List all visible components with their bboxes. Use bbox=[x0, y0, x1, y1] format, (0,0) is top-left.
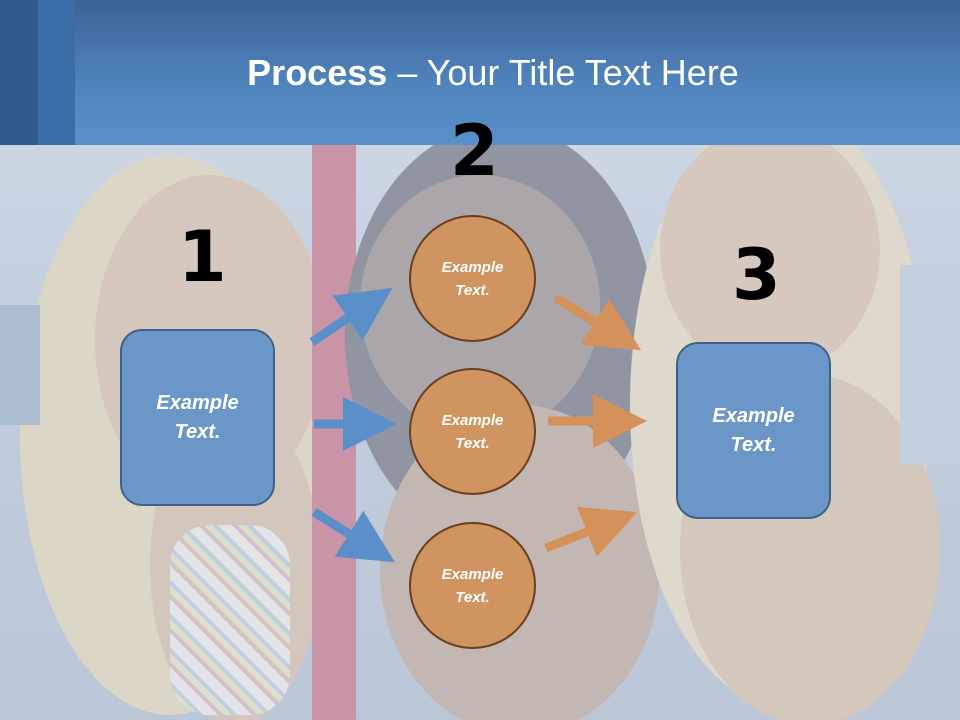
process-circle-bottom: Example Text. bbox=[409, 522, 536, 649]
input-box: Example Text. bbox=[120, 329, 275, 506]
process-circle-text: Example Text. bbox=[441, 565, 504, 606]
arrow-box-to-circle-top bbox=[309, 287, 393, 346]
process-circle-text: Example Text. bbox=[441, 411, 504, 452]
header-accent-stripe bbox=[0, 0, 38, 145]
process-circle-top: Example Text. bbox=[409, 215, 536, 342]
arrow-circle-bottom-to-box bbox=[544, 506, 638, 558]
input-box-text: Example Text. bbox=[156, 391, 239, 443]
step-number-2: 2 bbox=[450, 110, 499, 192]
process-circle-middle: Example Text. bbox=[409, 368, 536, 495]
arrow-box-to-circle-bottom bbox=[311, 508, 395, 563]
arrow-circle-top-to-box bbox=[553, 294, 642, 351]
output-box-text: Example Text. bbox=[712, 404, 795, 456]
step-number-3: 3 bbox=[732, 234, 781, 316]
process-circle-text: Example Text. bbox=[441, 258, 504, 299]
title-bold: Process bbox=[247, 52, 388, 93]
title-rest: – Your Title Text Here bbox=[387, 52, 739, 93]
step-number-1: 1 bbox=[178, 216, 227, 298]
title-bar: Process – Your Title Text Here bbox=[0, 0, 960, 145]
slide-title: Process – Your Title Text Here bbox=[0, 52, 960, 94]
header-accent-stripe-light bbox=[38, 0, 75, 145]
output-box: Example Text. bbox=[676, 342, 831, 519]
